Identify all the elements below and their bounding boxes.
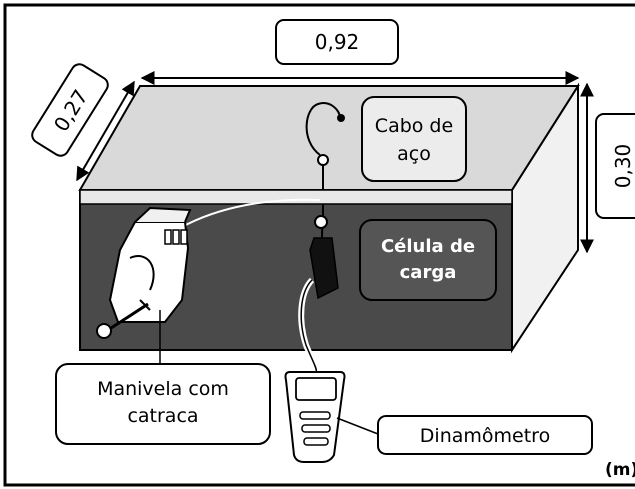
box-top-face xyxy=(78,85,580,191)
steel-cable-label-box xyxy=(361,96,467,182)
crank-ratchet-device xyxy=(96,206,192,339)
dynamometer-label-box xyxy=(377,415,593,455)
lid-edge xyxy=(79,189,513,205)
dynamometer-device xyxy=(284,371,346,463)
outer-frame xyxy=(3,3,635,487)
height-value-box xyxy=(595,113,635,219)
crank-label-line2: catraca xyxy=(127,405,198,427)
steel-cable-label-line1: Cabo de xyxy=(375,115,453,137)
dynamometer-label: Dinamômetro xyxy=(420,425,550,447)
crank-label-box xyxy=(55,363,271,445)
dynamometer-leader xyxy=(336,417,379,435)
load-cell-label-line1: Célula de xyxy=(381,236,475,257)
load-cell-device xyxy=(309,237,339,300)
depth-dimension-arrow xyxy=(76,80,135,182)
length-value-box xyxy=(275,19,399,65)
cable-end xyxy=(337,114,345,122)
cable-loop xyxy=(305,102,341,156)
load-cell-label-line2: carga xyxy=(400,262,457,283)
load-cell-label-box xyxy=(359,219,497,301)
steel-cable-label-line2: aço xyxy=(397,143,431,165)
unit-label: (m) xyxy=(605,460,635,480)
height-value: 0,30 xyxy=(611,144,635,189)
depth-value-box xyxy=(31,63,109,157)
crank-label-line1: Manivela com xyxy=(97,378,229,400)
length-value: 0,92 xyxy=(315,30,360,54)
